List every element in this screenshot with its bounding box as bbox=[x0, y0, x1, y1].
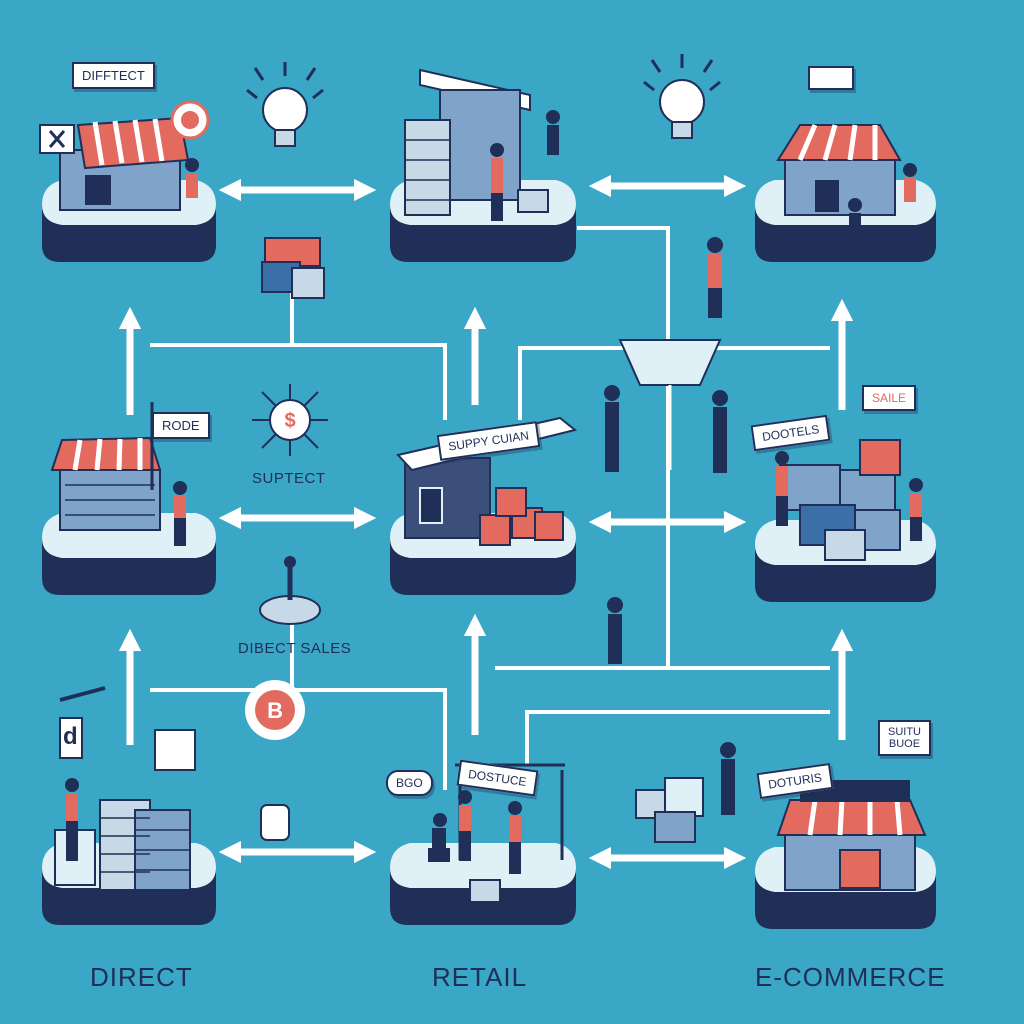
letter-d-icon: d bbox=[63, 723, 78, 750]
horizontal-arrows bbox=[218, 174, 747, 870]
sign-suitu-line1: SUITU bbox=[888, 726, 921, 738]
bubble-bgo: BGO bbox=[386, 770, 433, 796]
box-stack-floating-bottom bbox=[635, 777, 704, 843]
chat-bubble-icon bbox=[59, 686, 196, 771]
box-stack-floating-top bbox=[261, 237, 325, 299]
shop-direct-top bbox=[39, 116, 190, 211]
funnel-icon bbox=[618, 339, 722, 470]
person bbox=[707, 237, 723, 318]
label-direct: DIRECT bbox=[90, 962, 193, 992]
person bbox=[604, 385, 620, 472]
sign-blank-top-right bbox=[808, 66, 854, 90]
shop-ecommerce-top bbox=[776, 124, 902, 216]
connector-lines bbox=[150, 226, 830, 790]
bitcoin-symbol: B bbox=[267, 698, 283, 723]
people bbox=[65, 110, 923, 874]
person bbox=[546, 110, 560, 155]
person bbox=[490, 143, 504, 221]
shop-direct-mid bbox=[50, 402, 162, 531]
storefront-retail-bottom bbox=[455, 763, 565, 903]
person bbox=[428, 813, 450, 862]
network-icon: $ bbox=[252, 384, 328, 456]
person bbox=[909, 478, 923, 541]
sign-suitu: SUITU BUOE bbox=[878, 720, 931, 756]
warehouse-retail-top bbox=[404, 68, 549, 216]
person bbox=[173, 481, 187, 546]
person bbox=[458, 790, 472, 861]
lightbulb-icon bbox=[246, 62, 324, 147]
label-suptect: SUPTECT bbox=[252, 470, 326, 487]
sign-difftect: DIFFTECT bbox=[72, 62, 155, 89]
person bbox=[712, 390, 728, 473]
boxes-direct-bottom bbox=[54, 799, 191, 891]
label-direct-sales: DIBECT SALES bbox=[238, 640, 352, 657]
person bbox=[775, 451, 789, 526]
sign-suitu-line2: BUOE bbox=[888, 738, 921, 750]
flag-role: RODE bbox=[152, 412, 210, 439]
label-retail: RETAIL bbox=[432, 962, 528, 992]
dollar-coin-icon bbox=[170, 100, 210, 140]
pedestal-icon bbox=[259, 556, 321, 625]
market-ecommerce-mid bbox=[779, 439, 901, 561]
bitcoin-icon: B bbox=[245, 680, 305, 841]
lightbulb-icon bbox=[643, 54, 721, 139]
sign-saile: SAILE bbox=[862, 385, 917, 411]
person bbox=[65, 778, 79, 861]
vertical-arrows bbox=[118, 298, 854, 745]
person bbox=[720, 742, 736, 815]
person bbox=[607, 597, 623, 664]
person bbox=[185, 158, 199, 198]
person bbox=[508, 801, 522, 874]
svg-text:$: $ bbox=[284, 410, 295, 432]
shop-ecommerce-bottom bbox=[776, 780, 927, 891]
label-ecommerce: E-COMMERCE bbox=[755, 962, 946, 992]
person bbox=[903, 163, 917, 202]
person bbox=[848, 198, 862, 248]
